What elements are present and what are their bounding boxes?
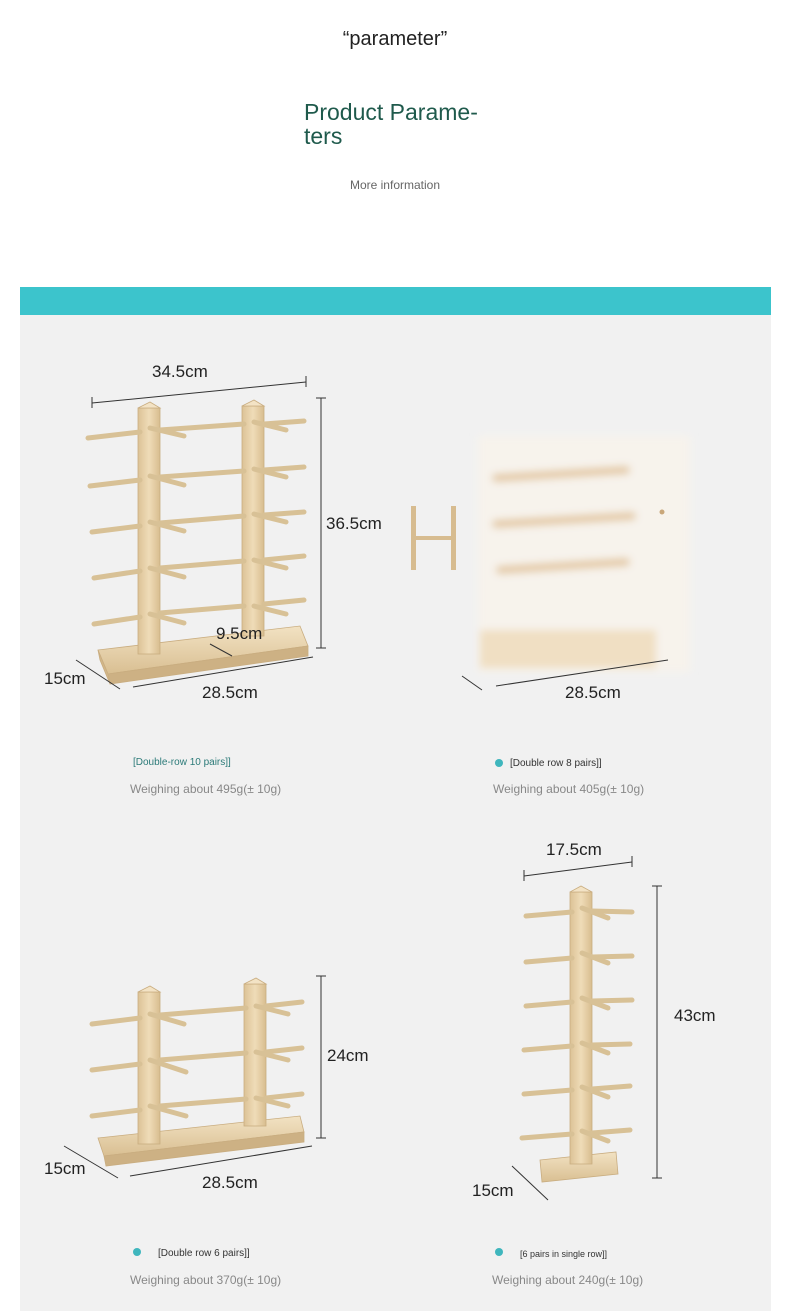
bullet-dot-2 <box>495 759 503 767</box>
rack-double-10 <box>85 399 309 685</box>
rack-double-8-frame <box>411 506 665 570</box>
dimension-depth-3: 15cm <box>44 1159 86 1178</box>
dimension-gap-1: 9.5cm <box>216 624 263 643</box>
rack-single-6 <box>519 885 635 1183</box>
product-weight-2: Weighing about 405g(± 10g) <box>493 782 645 796</box>
accent-bar <box>20 287 771 315</box>
dimension-height-4: 43cm <box>674 1006 716 1025</box>
dimension-lines-1 <box>75 376 326 690</box>
rack-double-6 <box>89 977 305 1167</box>
dimension-lines-2 <box>461 659 669 691</box>
bullet-dot-3 <box>133 1248 141 1256</box>
product-weight-3: Weighing about 370g(± 10g) <box>130 1273 282 1287</box>
product-caption-4: [6 pairs in single row]] <box>520 1249 608 1259</box>
dimension-lines-4 <box>511 856 662 1201</box>
product-caption-1: [Double-row 10 pairs]] <box>133 757 231 768</box>
product-caption-3: [Double row 6 pairs]] <box>158 1248 250 1259</box>
dimension-height-3: 24cm <box>327 1046 369 1065</box>
product-weight-1: Weighing about 495g(± 10g) <box>130 782 282 796</box>
more-information-label: More information <box>349 178 441 192</box>
page-title: Product Parame- ters <box>304 99 478 149</box>
bullet-dot-4 <box>495 1248 503 1256</box>
product-weight-4: Weighing about 240g(± 10g) <box>492 1273 644 1287</box>
dimension-depth-1: 15cm <box>44 669 86 688</box>
dimension-base-2: 28.5cm <box>565 683 621 702</box>
rack-double-8 <box>478 436 690 672</box>
parameter-heading: “parameter” <box>342 28 448 50</box>
dimension-base-3: 28.5cm <box>202 1173 258 1192</box>
dimension-base-1: 28.5cm <box>202 683 258 702</box>
dimension-height-1: 36.5cm <box>326 514 382 533</box>
dimension-width-4: 17.5cm <box>546 840 602 859</box>
dimension-depth-4: 15cm <box>472 1181 514 1200</box>
dimension-lines-3 <box>63 975 326 1179</box>
product-caption-2: [Double row 8 pairs]] <box>510 758 602 769</box>
dimension-width-1: 34.5cm <box>152 362 208 381</box>
